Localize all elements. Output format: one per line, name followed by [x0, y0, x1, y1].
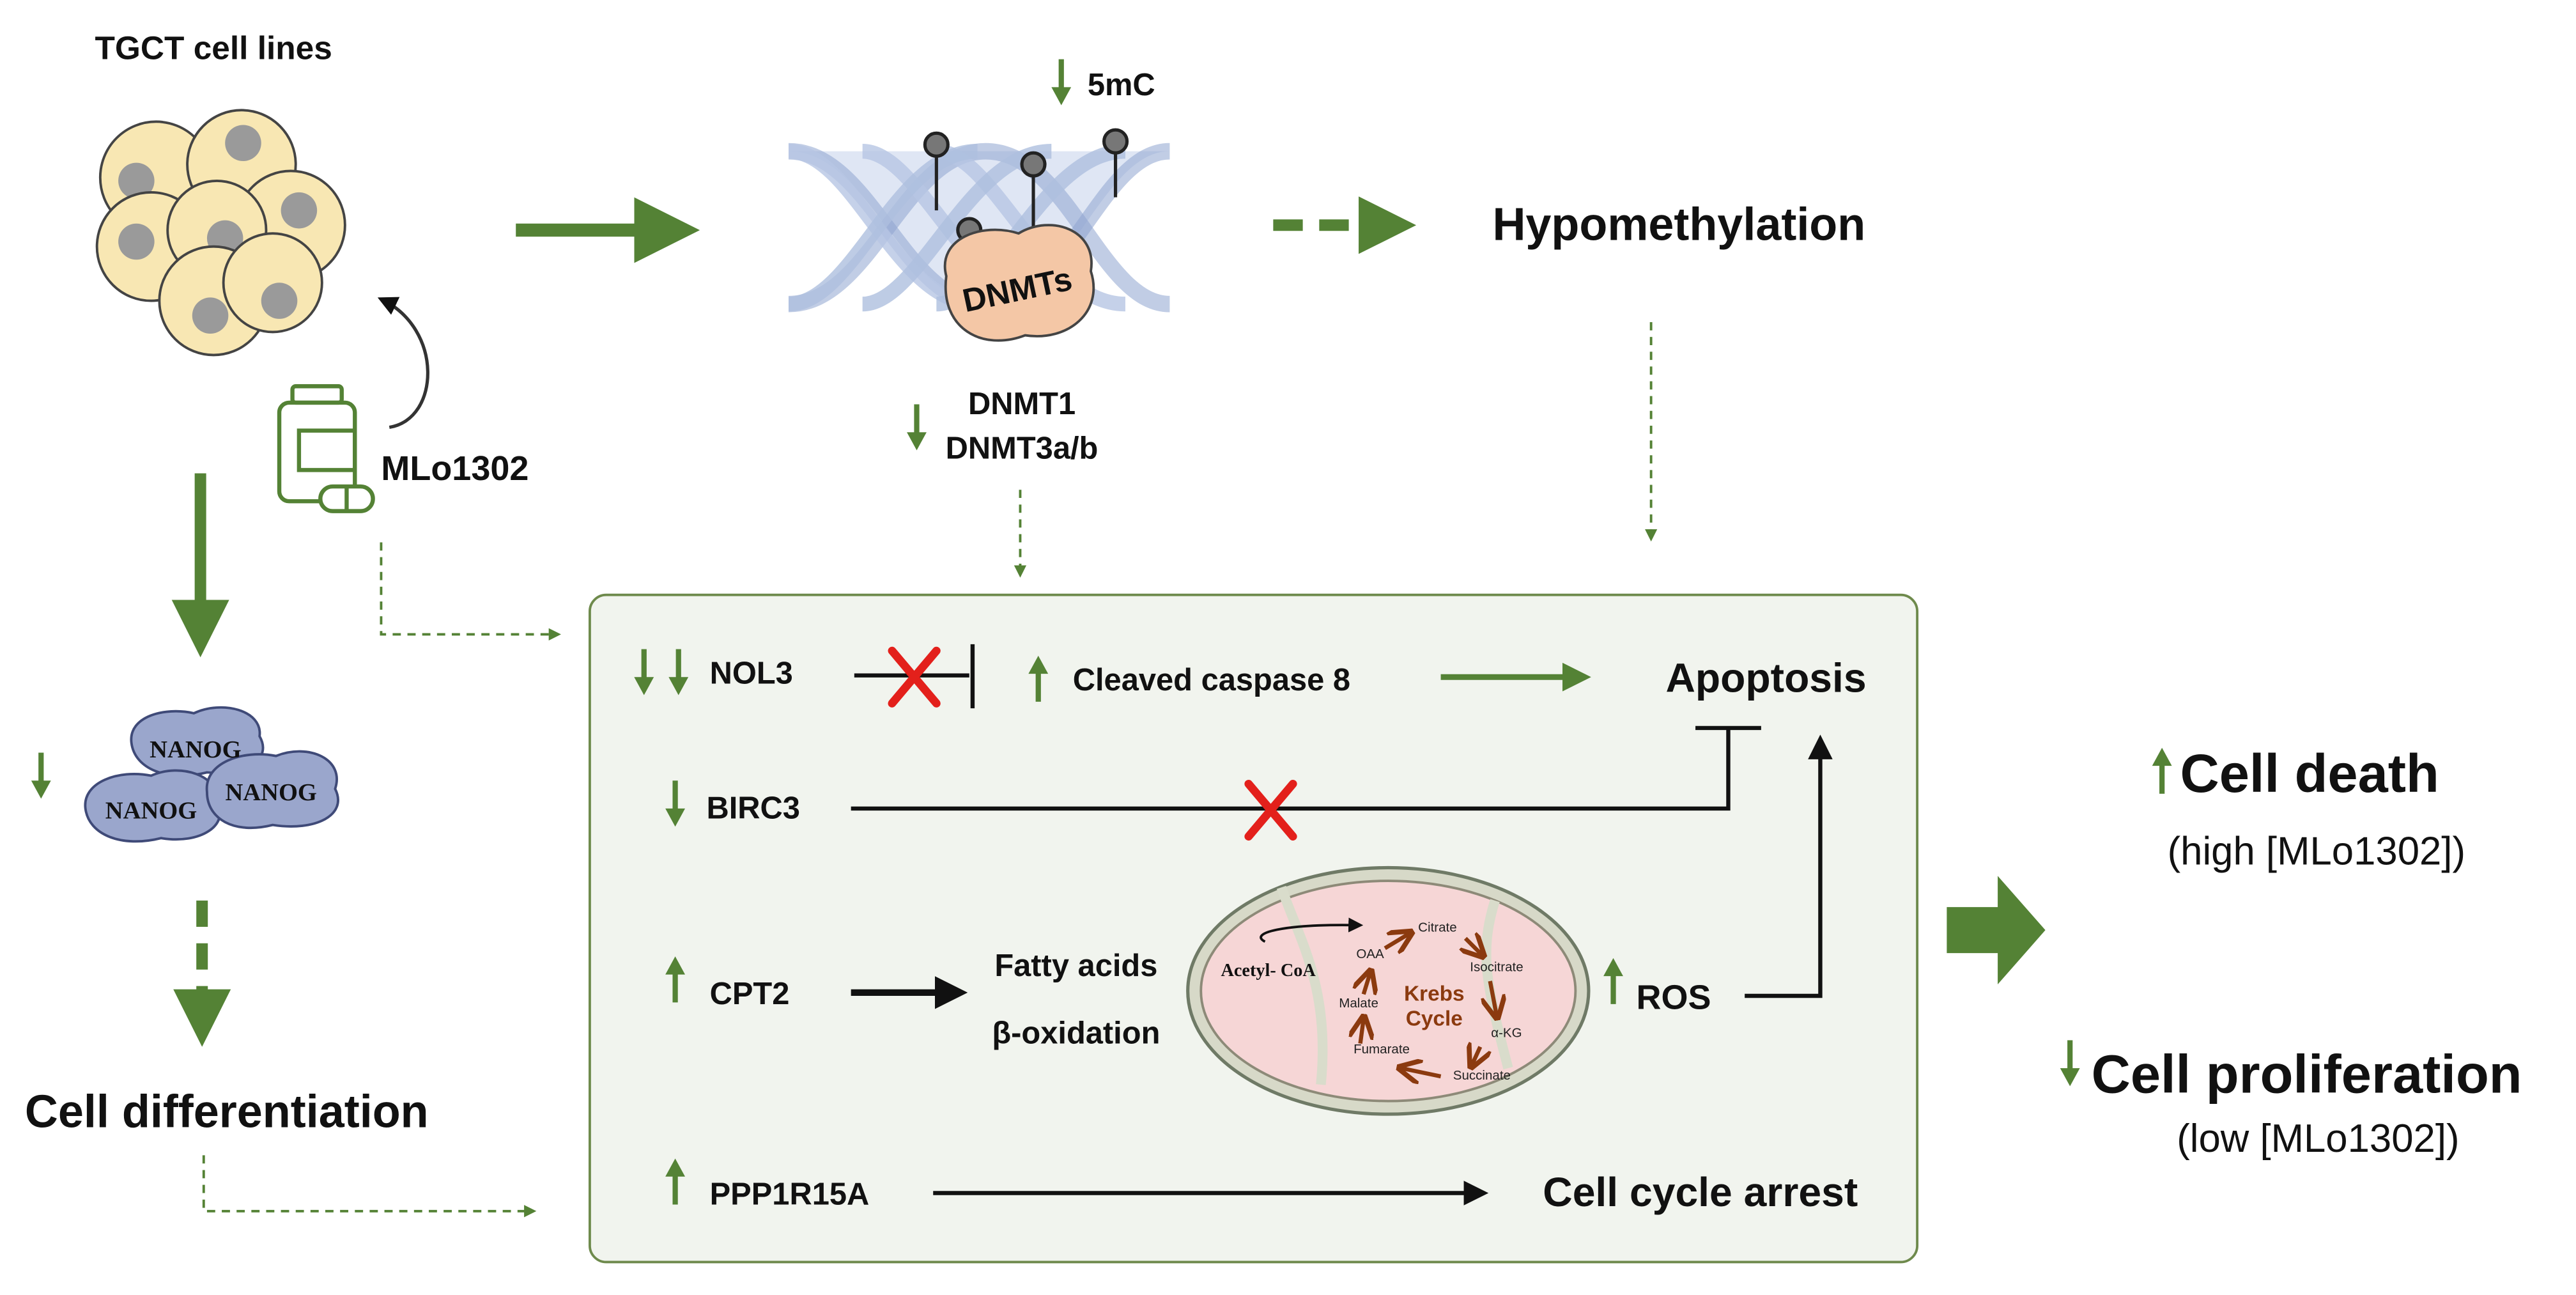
cell-death-note: (high [MLo1302])	[2168, 829, 2465, 873]
acetyl-coa-label: Acetyl- CoA	[1221, 961, 1316, 981]
cell-differentiation-label: Cell differentiation	[25, 1087, 429, 1138]
krebs-title-2: Cycle	[1406, 1007, 1463, 1030]
inhibition-x-icon	[888, 646, 941, 708]
tgct-label: TGCT cell lines	[95, 29, 332, 66]
cell-death-label: Cell death	[2180, 743, 2439, 803]
pill-bottle-icon	[277, 384, 357, 504]
five-mc-down-arrow-icon	[1051, 59, 1072, 105]
fatty-acids-label: Fatty acids	[994, 949, 1157, 983]
beta-oxidation-label: β-oxidation	[992, 1016, 1160, 1051]
cpt2-label: CPT2	[710, 977, 790, 1011]
dnmt-down-arrow-icon	[907, 404, 927, 451]
tgct-cells-illustration	[95, 109, 346, 357]
hypomethylation-label: Hypomethylation	[1492, 199, 1865, 250]
krebs-akg: α-KG	[1491, 1025, 1522, 1040]
krebs-succinate: Succinate	[1453, 1068, 1511, 1083]
krebs-citrate: Citrate	[1418, 920, 1457, 935]
ros-to-apoptosis-arrow	[1745, 734, 1833, 998]
acetyl-coa-arrow	[1260, 917, 1364, 943]
nanog-down-arrow-icon	[31, 752, 51, 799]
drug-to-cells-arrow	[377, 297, 429, 430]
drug-label: MLo1302	[381, 449, 528, 488]
cell-proliferation-label: Cell proliferation	[2092, 1044, 2522, 1105]
dnmts-enzyme	[943, 224, 1095, 342]
dnmt3-label: DNMT3a/b	[946, 431, 1099, 465]
mitochondrion-illustration	[1186, 865, 1591, 1116]
nanog-label-2: NANOG	[105, 797, 197, 824]
dnmt1-label: DNMT1	[968, 387, 1076, 421]
cell-death-up-arrow-icon	[2152, 747, 2172, 794]
differentiation-to-panel-dashed-arrow	[202, 1155, 537, 1218]
cell-proliferation-down-arrow-icon	[2060, 1040, 2080, 1087]
five-mc-label: 5mC	[1088, 68, 1155, 102]
pill-icon	[318, 484, 375, 513]
krebs-cycle-arrows	[1361, 933, 1497, 1076]
inhibition-x-icon	[1244, 779, 1297, 841]
ros-label: ROS	[1637, 979, 1711, 1017]
krebs-fumarate: Fumarate	[1354, 1042, 1410, 1057]
cell-proliferation-note: (low [MLo1302])	[2177, 1117, 2459, 1161]
panel-to-outcome-block-arrow	[1947, 876, 2046, 985]
krebs-malate: Malate	[1339, 996, 1378, 1011]
ppp1r15a-label: PPP1R15A	[710, 1177, 870, 1211]
nanog-label-1: NANOG	[150, 736, 241, 763]
cleaved-caspase8-label: Cleaved caspase 8	[1073, 663, 1350, 697]
cell-cycle-arrest-label: Cell cycle arrest	[1543, 1169, 1858, 1215]
nanog-proteins-illustration	[84, 706, 339, 843]
krebs-oaa: OAA	[1356, 947, 1384, 961]
nanog-label-3: NANOG	[225, 779, 316, 806]
krebs-isocitrate: Isocitrate	[1470, 959, 1523, 974]
birc3-inhibition-line	[851, 727, 1731, 811]
drug-to-panel-dashed-arrow	[380, 542, 561, 641]
krebs-title-1: Krebs	[1404, 982, 1465, 1006]
nol3-label: NOL3	[710, 656, 793, 691]
birc3-label: BIRC3	[706, 791, 800, 825]
apoptosis-label: Apoptosis	[1666, 655, 1867, 701]
